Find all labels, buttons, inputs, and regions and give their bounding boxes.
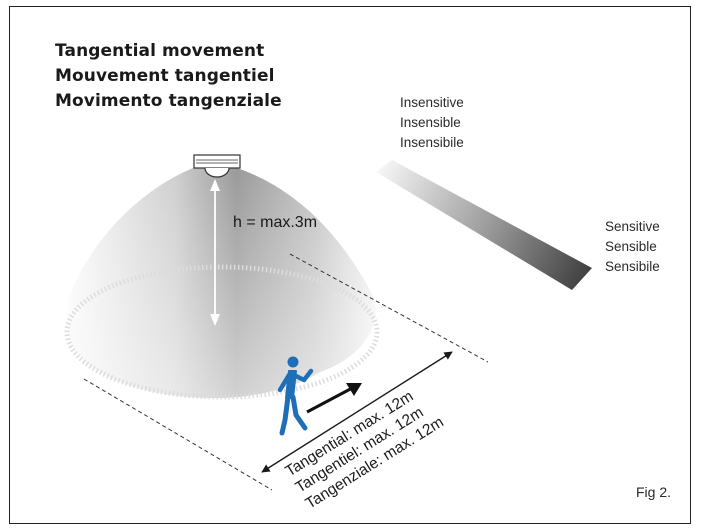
movement-arrow-head [346, 383, 362, 396]
title-fr: Mouvement tangentiel [55, 66, 275, 86]
movement-arrow [306, 384, 357, 414]
diagram-title: Tangential movement Mouvement tangentiel… [55, 39, 282, 114]
boundary-line-right [289, 253, 489, 363]
title-en: Tangential movement [55, 41, 265, 61]
distance-arrow [261, 351, 453, 473]
scale-low-it: Insensibile [400, 135, 464, 150]
scale-high-fr: Sensible [605, 239, 657, 254]
scale-low-label: Insensitive Insensible Insensibile [400, 93, 464, 153]
scale-high-label: Sensitive Sensible Sensibile [605, 217, 660, 277]
sensitivity-gradient-bar [376, 160, 592, 290]
scale-low-fr: Insensible [400, 115, 461, 130]
figure-label: Fig 2. [636, 484, 672, 500]
walking-person-icon [277, 356, 314, 436]
height-label: h = max.3m [233, 214, 318, 231]
motion-sensor-icon [193, 154, 241, 178]
scale-high-en: Sensitive [605, 219, 660, 234]
boundary-line-left [83, 378, 273, 491]
detection-footprint-edge [64, 264, 380, 400]
detection-cone [66, 168, 376, 398]
scale-high-it: Sensibile [605, 259, 660, 274]
height-arrow-bottom [210, 314, 220, 326]
height-arrow-top [210, 179, 220, 191]
title-it: Movimento tangenziale [55, 91, 282, 111]
scale-low-en: Insensitive [400, 95, 464, 110]
